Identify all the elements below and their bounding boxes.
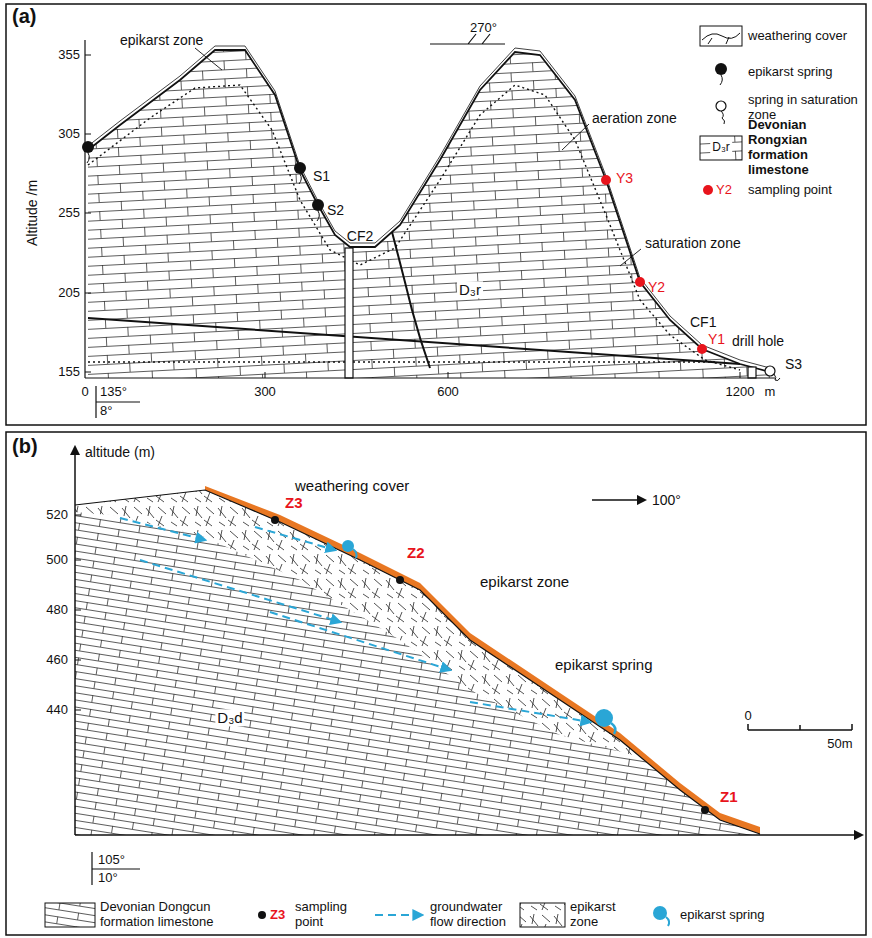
zone-label: weathering cover <box>295 477 409 494</box>
spring-label: S1 <box>313 168 330 184</box>
epikarst-spring-symbol <box>342 540 615 734</box>
tick-label: 460 <box>46 653 68 668</box>
zone-label: saturation zone <box>645 235 741 251</box>
epikarst-base <box>88 85 740 370</box>
tick-label: 355 <box>58 48 80 63</box>
sample-label: Y3 <box>616 170 633 186</box>
panel-frame <box>6 432 866 935</box>
panel-label: (b) <box>12 435 38 458</box>
spring-label: S3 <box>785 356 802 372</box>
formation-label: D₃r <box>710 141 732 155</box>
tick-label: 255 <box>58 206 80 221</box>
leader-line <box>562 124 589 150</box>
dip-symbol <box>92 852 140 885</box>
sample-label: Z1 <box>720 788 738 805</box>
sample-label: Y1 <box>708 331 725 347</box>
ground-surface <box>88 50 770 372</box>
scale-label: 50m <box>827 737 852 752</box>
sample-label: Z3 <box>270 908 285 923</box>
limestone-body <box>88 50 770 378</box>
ground-surface <box>75 490 760 834</box>
well-label: CF1 <box>690 314 716 330</box>
formation-label: D₃d <box>215 709 244 726</box>
x-axis <box>75 834 862 836</box>
legend-text: Devonian Rongxian formation limestone <box>748 118 860 178</box>
y-axis <box>84 40 85 378</box>
axis-ticks <box>85 55 91 372</box>
dip-label: 8° <box>100 404 112 419</box>
tick-label: 440 <box>46 703 68 718</box>
legend-swatch <box>258 911 266 919</box>
spring-label: S2 <box>327 202 344 218</box>
panel-label: (a) <box>12 5 36 28</box>
tick-label: 600 <box>437 385 459 400</box>
legend-text: Devonian Dongcun formation limestone <box>100 900 230 930</box>
zone-label: aeration zone <box>592 110 677 126</box>
tick-label: 500 <box>46 553 68 568</box>
dip-label: 135° <box>100 385 127 400</box>
tick-label: 520 <box>46 508 68 523</box>
borehole <box>748 367 756 378</box>
scale-bar <box>748 724 852 730</box>
dip-label: 105° <box>98 853 125 868</box>
zone-label: epikarst zone <box>120 32 203 48</box>
fault-line <box>88 318 740 364</box>
scale-label: 0 <box>744 709 751 724</box>
direction-arrow <box>592 499 645 501</box>
dip-label: 10° <box>98 871 118 886</box>
y-axis <box>74 447 76 835</box>
leader-line <box>195 48 222 70</box>
legend-swatch <box>703 185 713 195</box>
legend-text: groundwater flow direction <box>430 900 518 930</box>
unit-label: m <box>765 385 776 400</box>
borehole <box>345 248 353 378</box>
tick-label: 0 <box>81 385 88 400</box>
formation-label: D₃r <box>457 281 483 298</box>
leader-line <box>620 249 641 266</box>
axis-ticks <box>75 515 81 710</box>
legend-text: sampling point <box>748 183 860 198</box>
sample-label: Z2 <box>407 544 425 561</box>
legend-text: epikarst spring <box>748 65 860 80</box>
tick-label: 1200 <box>726 385 755 400</box>
tick-label: 305 <box>58 127 80 142</box>
strike-symbol <box>430 34 505 44</box>
legend-text: weathering cover <box>748 29 860 44</box>
strike-label: 270° <box>470 21 497 36</box>
legend-symbols <box>700 26 742 160</box>
legend-text: sampling point <box>295 900 367 930</box>
x-axis <box>85 377 775 378</box>
tick-label: 205 <box>58 286 80 301</box>
legend-text: epikarst spring <box>680 908 790 923</box>
epikarst-spring-symbol <box>82 141 324 221</box>
axis-title: altitude (m) <box>85 444 155 460</box>
zone-label: epikarst zone <box>480 573 569 590</box>
limestone-body <box>75 490 760 835</box>
fault-line <box>392 232 430 368</box>
tick-label: 480 <box>46 603 68 618</box>
sample-label: Z3 <box>285 494 303 511</box>
water-table <box>88 361 715 362</box>
tick-label: 155 <box>58 365 80 380</box>
axis-ticks <box>265 372 740 378</box>
flow-arrow <box>120 518 590 722</box>
tick-label: 300 <box>254 385 276 400</box>
sample-label: Y2 <box>716 183 732 198</box>
axis-title: Altitude /m <box>24 180 40 246</box>
panel-frame <box>6 4 866 425</box>
spring-label: epikarst spring <box>555 656 653 673</box>
weathering-cover <box>88 46 770 368</box>
legend-text: epikarst zone <box>570 900 632 930</box>
saturated-spring-symbol <box>765 366 780 381</box>
sample-label: Y2 <box>648 279 665 295</box>
well-label: drill hole <box>732 333 784 349</box>
epikarst-zone <box>75 490 640 757</box>
well-label: CF2 <box>347 228 373 244</box>
sampling-point <box>271 516 709 814</box>
weathering-cover <box>205 486 760 834</box>
direction-label: 100° <box>652 492 681 508</box>
